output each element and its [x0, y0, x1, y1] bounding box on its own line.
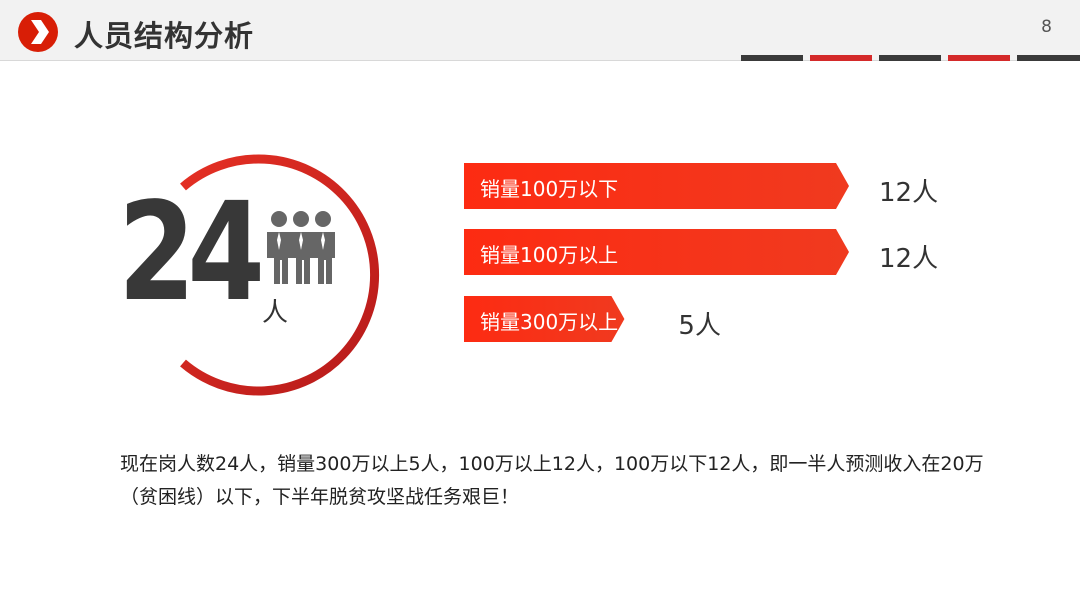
bar-value-label: 5人 — [678, 311, 721, 341]
bar-value-label: 12人 — [879, 178, 939, 208]
stripe-red — [810, 55, 872, 61]
bar-category-label: 销量300万以上 — [480, 310, 619, 334]
bar-value-label: 12人 — [879, 244, 939, 274]
stripe-dark — [1017, 55, 1080, 61]
header-stripes — [741, 55, 1080, 61]
page-title: 人员结构分析 — [74, 19, 255, 53]
chevron-right-icon — [18, 12, 58, 52]
bar-0 — [464, 163, 849, 209]
stripe-red — [948, 55, 1010, 61]
bar-2 — [464, 296, 625, 342]
total-count: 24 — [118, 174, 265, 332]
summary-ring — [180, 154, 379, 396]
description-text: 现在岗人数24人，销量300万以上5人，100万以上12人，100万以下12人，… — [120, 453, 984, 508]
bar-category-label: 销量100万以下 — [480, 177, 619, 201]
header-bar: 人员结构分析 8 — [0, 0, 1080, 61]
people-group-icon — [267, 211, 335, 284]
bar-1 — [464, 229, 849, 275]
bar-category-label: 销量100万以上 — [480, 243, 619, 267]
total-unit: 人 — [262, 298, 289, 328]
stripe-dark — [741, 55, 803, 61]
page-number: 8 — [1041, 17, 1052, 37]
stripe-dark — [879, 55, 941, 61]
ring-arc — [180, 154, 379, 396]
